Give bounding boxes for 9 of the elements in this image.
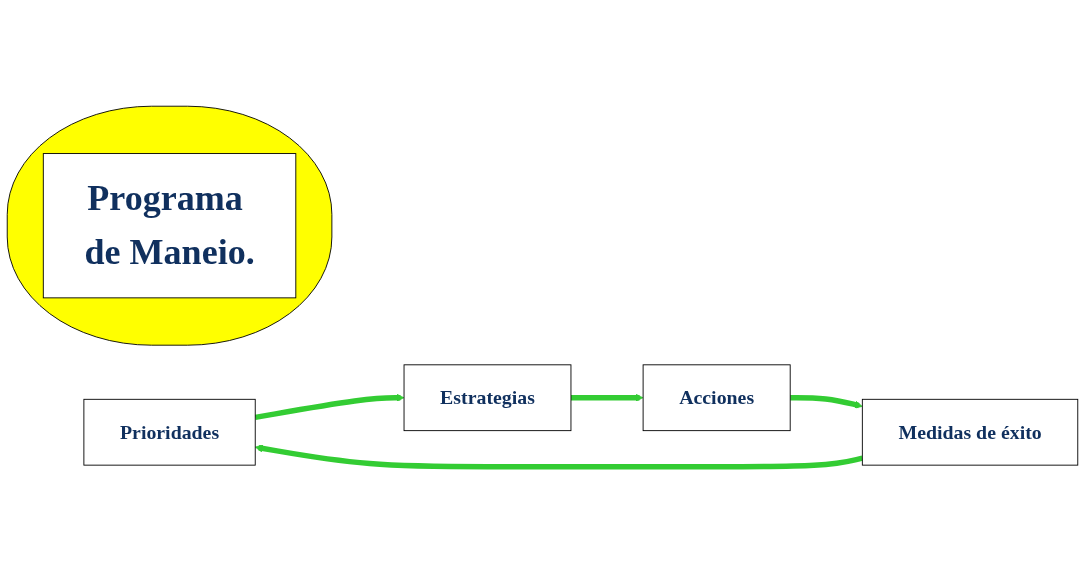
arrow [570,393,644,402]
arrow [254,393,405,421]
node-box: Medidas de éxito [861,398,1079,466]
arrow [254,444,863,470]
node-box: Acciones [642,364,791,432]
arrow [790,395,863,409]
node-box: Prioridades [83,398,256,466]
node-box: Programa de Maneio. [42,153,297,299]
node-box: Estrategias [403,364,572,432]
